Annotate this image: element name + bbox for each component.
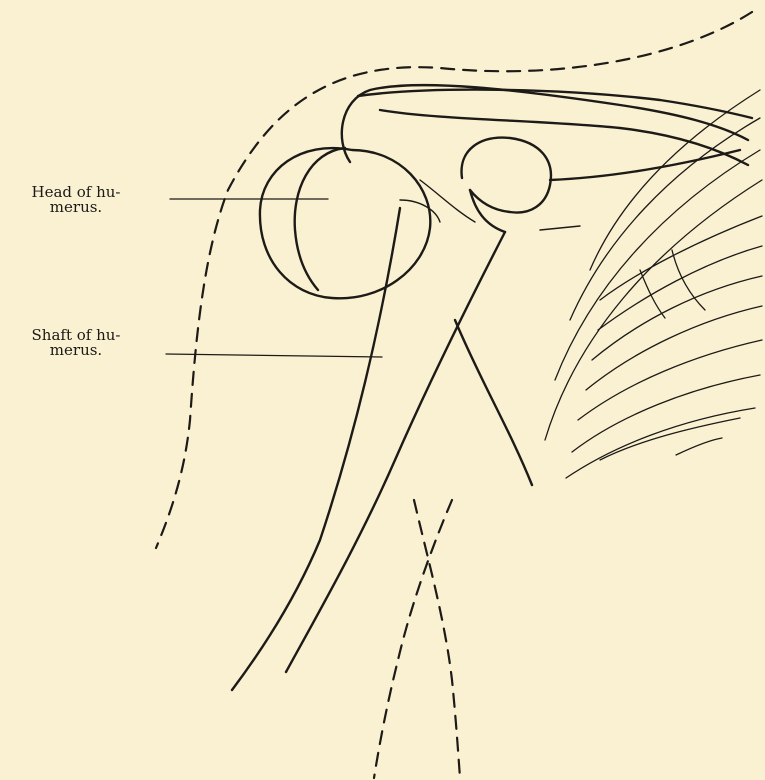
lower-dashed-line-left <box>374 500 452 778</box>
lower-dashed-line-right <box>414 500 460 778</box>
glenoid-rim <box>400 200 440 222</box>
shaft-leader-line <box>166 354 382 357</box>
scapula-spine-line <box>550 150 740 180</box>
shaft-lateral-edge <box>286 232 505 672</box>
humeral-head-inner-contour <box>295 148 345 290</box>
humeral-head <box>260 148 430 298</box>
shoulder-outline-dashed <box>156 12 752 548</box>
glenoid-short-stroke <box>540 226 580 230</box>
scapula-neck <box>420 180 475 222</box>
pectoral-muscle-fibers <box>545 90 762 478</box>
scapula-lateral-border <box>455 320 532 485</box>
